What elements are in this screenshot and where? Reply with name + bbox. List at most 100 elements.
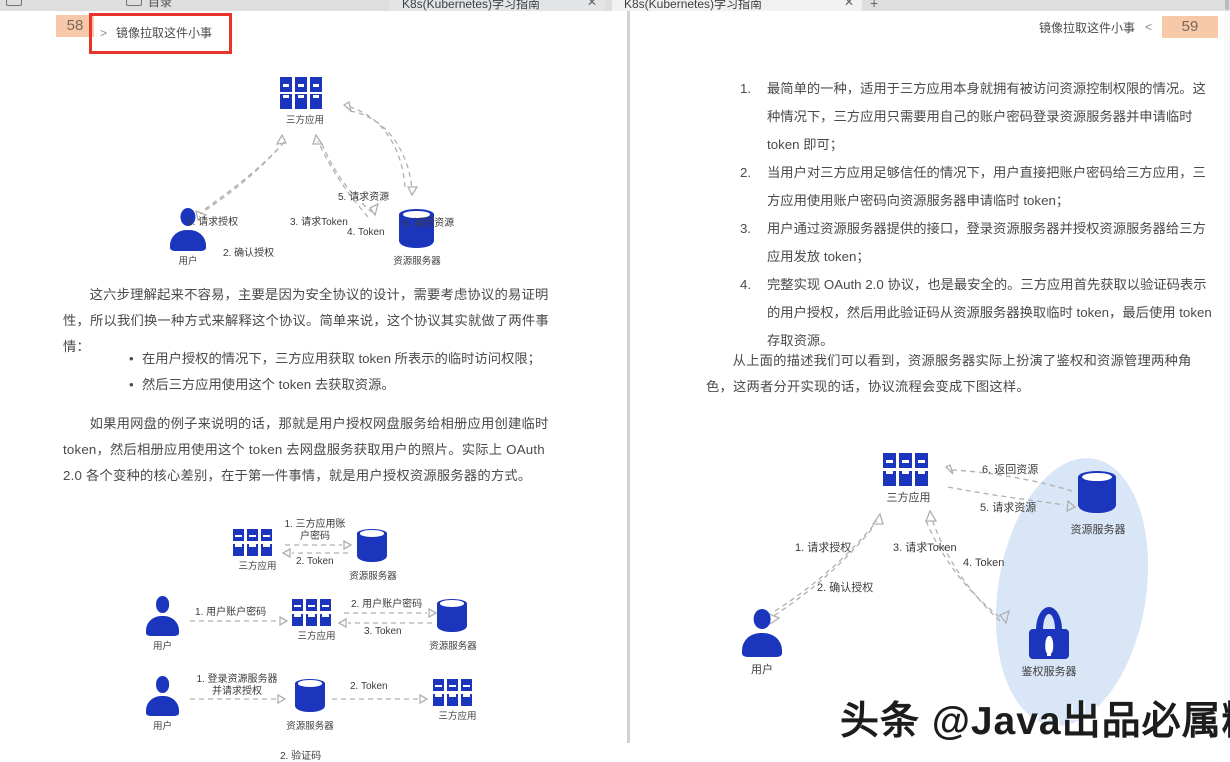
step-label-r1-2: 2. Token (296, 556, 334, 567)
node-resource-server-icon (437, 599, 467, 635)
node-user-label: 用户 (751, 664, 773, 676)
reader-pages-area: 58 > 镜像拉取这件小事 (0, 11, 1230, 762)
node-resource-server-label: 资源服务器 (286, 721, 334, 732)
list-item-text: 最简单的一种，适用于三方应用本身就拥有被访问资源控制权限的情况。这种情况下，三方… (767, 81, 1206, 152)
list-item-number: 3. (740, 221, 752, 236)
node-resource-server-icon (1078, 471, 1116, 517)
browser-chrome-strip: 目录 K8s(Kubernetes)学习指南 ✕ K8s(Kubernetes)… (0, 0, 1230, 11)
step-label-r3-1: 1. 登录资源服务器并请求授权 (196, 674, 278, 697)
breadcrumb-highlight-box (89, 13, 232, 54)
node-third-party-app-icon (280, 77, 322, 109)
node-resource-server-label: 资源服务器 (349, 571, 397, 582)
browser-tab-2[interactable]: K8s(Kubernetes)学习指南 ✕ (612, 0, 862, 11)
list-item: 在用户授权的情况下，三方应用获取 token 所表示的临时访问权限； (129, 346, 560, 372)
bookmark-label[interactable]: 目录 (148, 0, 173, 9)
list-item-text: 完整实现 OAuth 2.0 协议，也是最安全的。三方应用首先获取以验证码表示的… (767, 277, 1212, 348)
list-item: 1. 最简单的一种，适用于三方应用本身就拥有被访问资源控制权限的情况。这种情况下… (736, 75, 1214, 159)
step-label-5: 5. 请求资源 (338, 192, 390, 203)
diagram-oauth-variants: 三方应用 资源服务器 1. 三方应用账户密码 2. Token 用户 三方应用 … (120, 511, 540, 762)
diagram-oauth-split-roles: 三方应用 用户 资源服务器 鉴权服务器 1. 请求授权 2. 确认授权 3. 请… (720, 439, 1190, 737)
list-item: 3. 用户通过资源服务器提供的接口，登录资源服务器并授权资源服务器给三方应用发放… (736, 215, 1214, 271)
right-page-header: 镜像拉取这件小事 < 59 (1039, 16, 1218, 38)
node-third-party-app-label: 三方应用 (886, 492, 931, 504)
node-resource-server-label: 资源服务器 (429, 641, 477, 652)
node-resource-server-icon (399, 209, 434, 251)
step-label-3: 3. 请求Token (893, 542, 957, 554)
node-resource-server-label: 资源服务器 (1070, 524, 1126, 536)
node-third-party-app-icon (433, 679, 472, 706)
step-label-r2-2: 2. 用户账户密码 (351, 599, 423, 610)
browser-tab-1[interactable]: K8s(Kubernetes)学习指南 ✕ (390, 0, 605, 11)
step-label-r1-1: 1. 三方应用账户密码 (284, 519, 346, 542)
list-item-text: 当用户对三方应用足够信任的情况下，用户直接把账户密码给三方应用，三方应用使用账户… (767, 165, 1206, 208)
node-third-party-app-label: 三方应用 (438, 711, 477, 722)
left-page-number: 58 (66, 17, 84, 34)
watermark-text: 头条 @Java出品必属精品 (840, 700, 1230, 743)
browser-tab-2-close-icon[interactable]: ✕ (843, 0, 854, 9)
diagram-connectors (195, 100, 419, 222)
node-third-party-app-icon (233, 529, 272, 556)
list-item: 2. 当用户对三方应用足够信任的情况下，用户直接把账户密码给三方应用，三方应用使… (736, 159, 1214, 215)
browser-tab-2-title: K8s(Kubernetes)学习指南 (624, 0, 763, 11)
list-item-number: 1. (740, 81, 752, 96)
node-user-icon (170, 208, 206, 251)
node-resource-server-icon (295, 679, 325, 715)
node-auth-server-label: 鉴权服务器 (1021, 666, 1077, 678)
vertical-scrollbar[interactable] (1224, 11, 1230, 743)
step-label-r2-1: 1. 用户账户密码 (195, 607, 267, 618)
chevron-left-icon[interactable]: < (1144, 20, 1152, 34)
right-breadcrumb-title[interactable]: 镜像拉取这件小事 (1038, 20, 1135, 35)
left-page-number-badge: 58 (56, 15, 94, 37)
node-user-icon (146, 596, 179, 636)
step-label-6: 6. 返回资源 (982, 464, 1039, 476)
right-numbered-list: 1. 最简单的一种，适用于三方应用本身就拥有被访问资源控制权限的情况。这种情况下… (736, 75, 1214, 355)
list-item-number: 4. (740, 277, 752, 292)
window-controls-placeholder (1225, 0, 1229, 10)
step-label-r3-2: 2. Token (350, 681, 388, 692)
step-label-5: 5. 请求资源 (980, 502, 1037, 514)
step-label-4: 4. Token (963, 557, 1005, 569)
node-third-party-app-label: 三方应用 (285, 115, 324, 126)
right-page-number: 59 (1162, 16, 1218, 38)
node-third-party-app-label: 三方应用 (297, 631, 336, 642)
left-bullet-list: 在用户授权的情况下，三方应用获取 token 所表示的临时访问权限； 然后三方应… (120, 346, 560, 398)
step-label-6: 6. 返回资源 (403, 218, 455, 229)
left-paragraph-1: 这六步理解起来不容易，主要是因为安全协议的设计，需要考虑协议的易证明性，所以我们… (63, 287, 549, 354)
list-item-number: 2. (740, 165, 752, 180)
left-breadcrumb-title: 镜像拉取这件小事 (116, 26, 213, 40)
chevron-right-icon: > (100, 26, 108, 40)
node-user-icon (742, 609, 782, 657)
node-auth-server-icon (1028, 607, 1070, 659)
node-third-party-app-icon (292, 599, 331, 626)
diagram-variant-connectors (190, 539, 438, 705)
node-resource-server-icon (357, 529, 387, 565)
sidebar-panel-icon[interactable] (6, 0, 22, 6)
step-label-r4-1: 2. 验证码 (280, 751, 322, 762)
node-user-icon (146, 676, 179, 716)
node-third-party-app-label: 三方应用 (238, 561, 277, 572)
left-breadcrumb[interactable]: > 镜像拉取这件小事 (100, 24, 212, 41)
page-divider (627, 11, 630, 743)
list-item-text: 用户通过资源服务器提供的接口，登录资源服务器并授权资源服务器给三方应用发放 to… (767, 221, 1206, 264)
node-user-label: 用户 (178, 256, 198, 267)
step-label-1: 1. 请求授权 (187, 217, 239, 228)
step-label-2: 2. 确认授权 (817, 582, 874, 594)
browser-tab-1-close-icon[interactable]: ✕ (586, 0, 597, 9)
list-item: 然后三方应用使用这个 token 去获取资源。 (129, 372, 560, 398)
left-paragraph-2: 如果用网盘的例子来说明的话，那就是用户授权网盘服务给相册应用创建临时 token… (63, 416, 549, 483)
step-label-2: 2. 确认授权 (223, 248, 275, 259)
new-tab-button[interactable]: + (870, 0, 879, 11)
diagram-split-connectors (766, 464, 1077, 626)
reader-panel-icon[interactable] (126, 0, 142, 6)
node-user-label: 用户 (152, 641, 172, 652)
right-paragraph-1: 从上面的描述我们可以看到，资源服务器实际上扮演了鉴权和资源管理两种角色，这两者分… (706, 353, 1192, 394)
node-third-party-app-icon (883, 453, 928, 486)
step-label-1: 1. 请求授权 (795, 542, 852, 554)
diagram-oauth-six-steps: 三方应用 用户 资源服务器 1. 请求授权 2. 确认授权 3. 请求Token… (150, 69, 480, 274)
step-label-3: 3. 请求Token (290, 217, 348, 228)
step-label-4: 4. Token (347, 227, 385, 238)
list-item: 4. 完整实现 OAuth 2.0 协议，也是最安全的。三方应用首先获取以验证码… (736, 271, 1214, 355)
step-label-r2-3: 3. Token (364, 626, 402, 637)
browser-tab-1-title: K8s(Kubernetes)学习指南 (402, 0, 541, 11)
node-resource-server-label: 资源服务器 (393, 256, 441, 267)
